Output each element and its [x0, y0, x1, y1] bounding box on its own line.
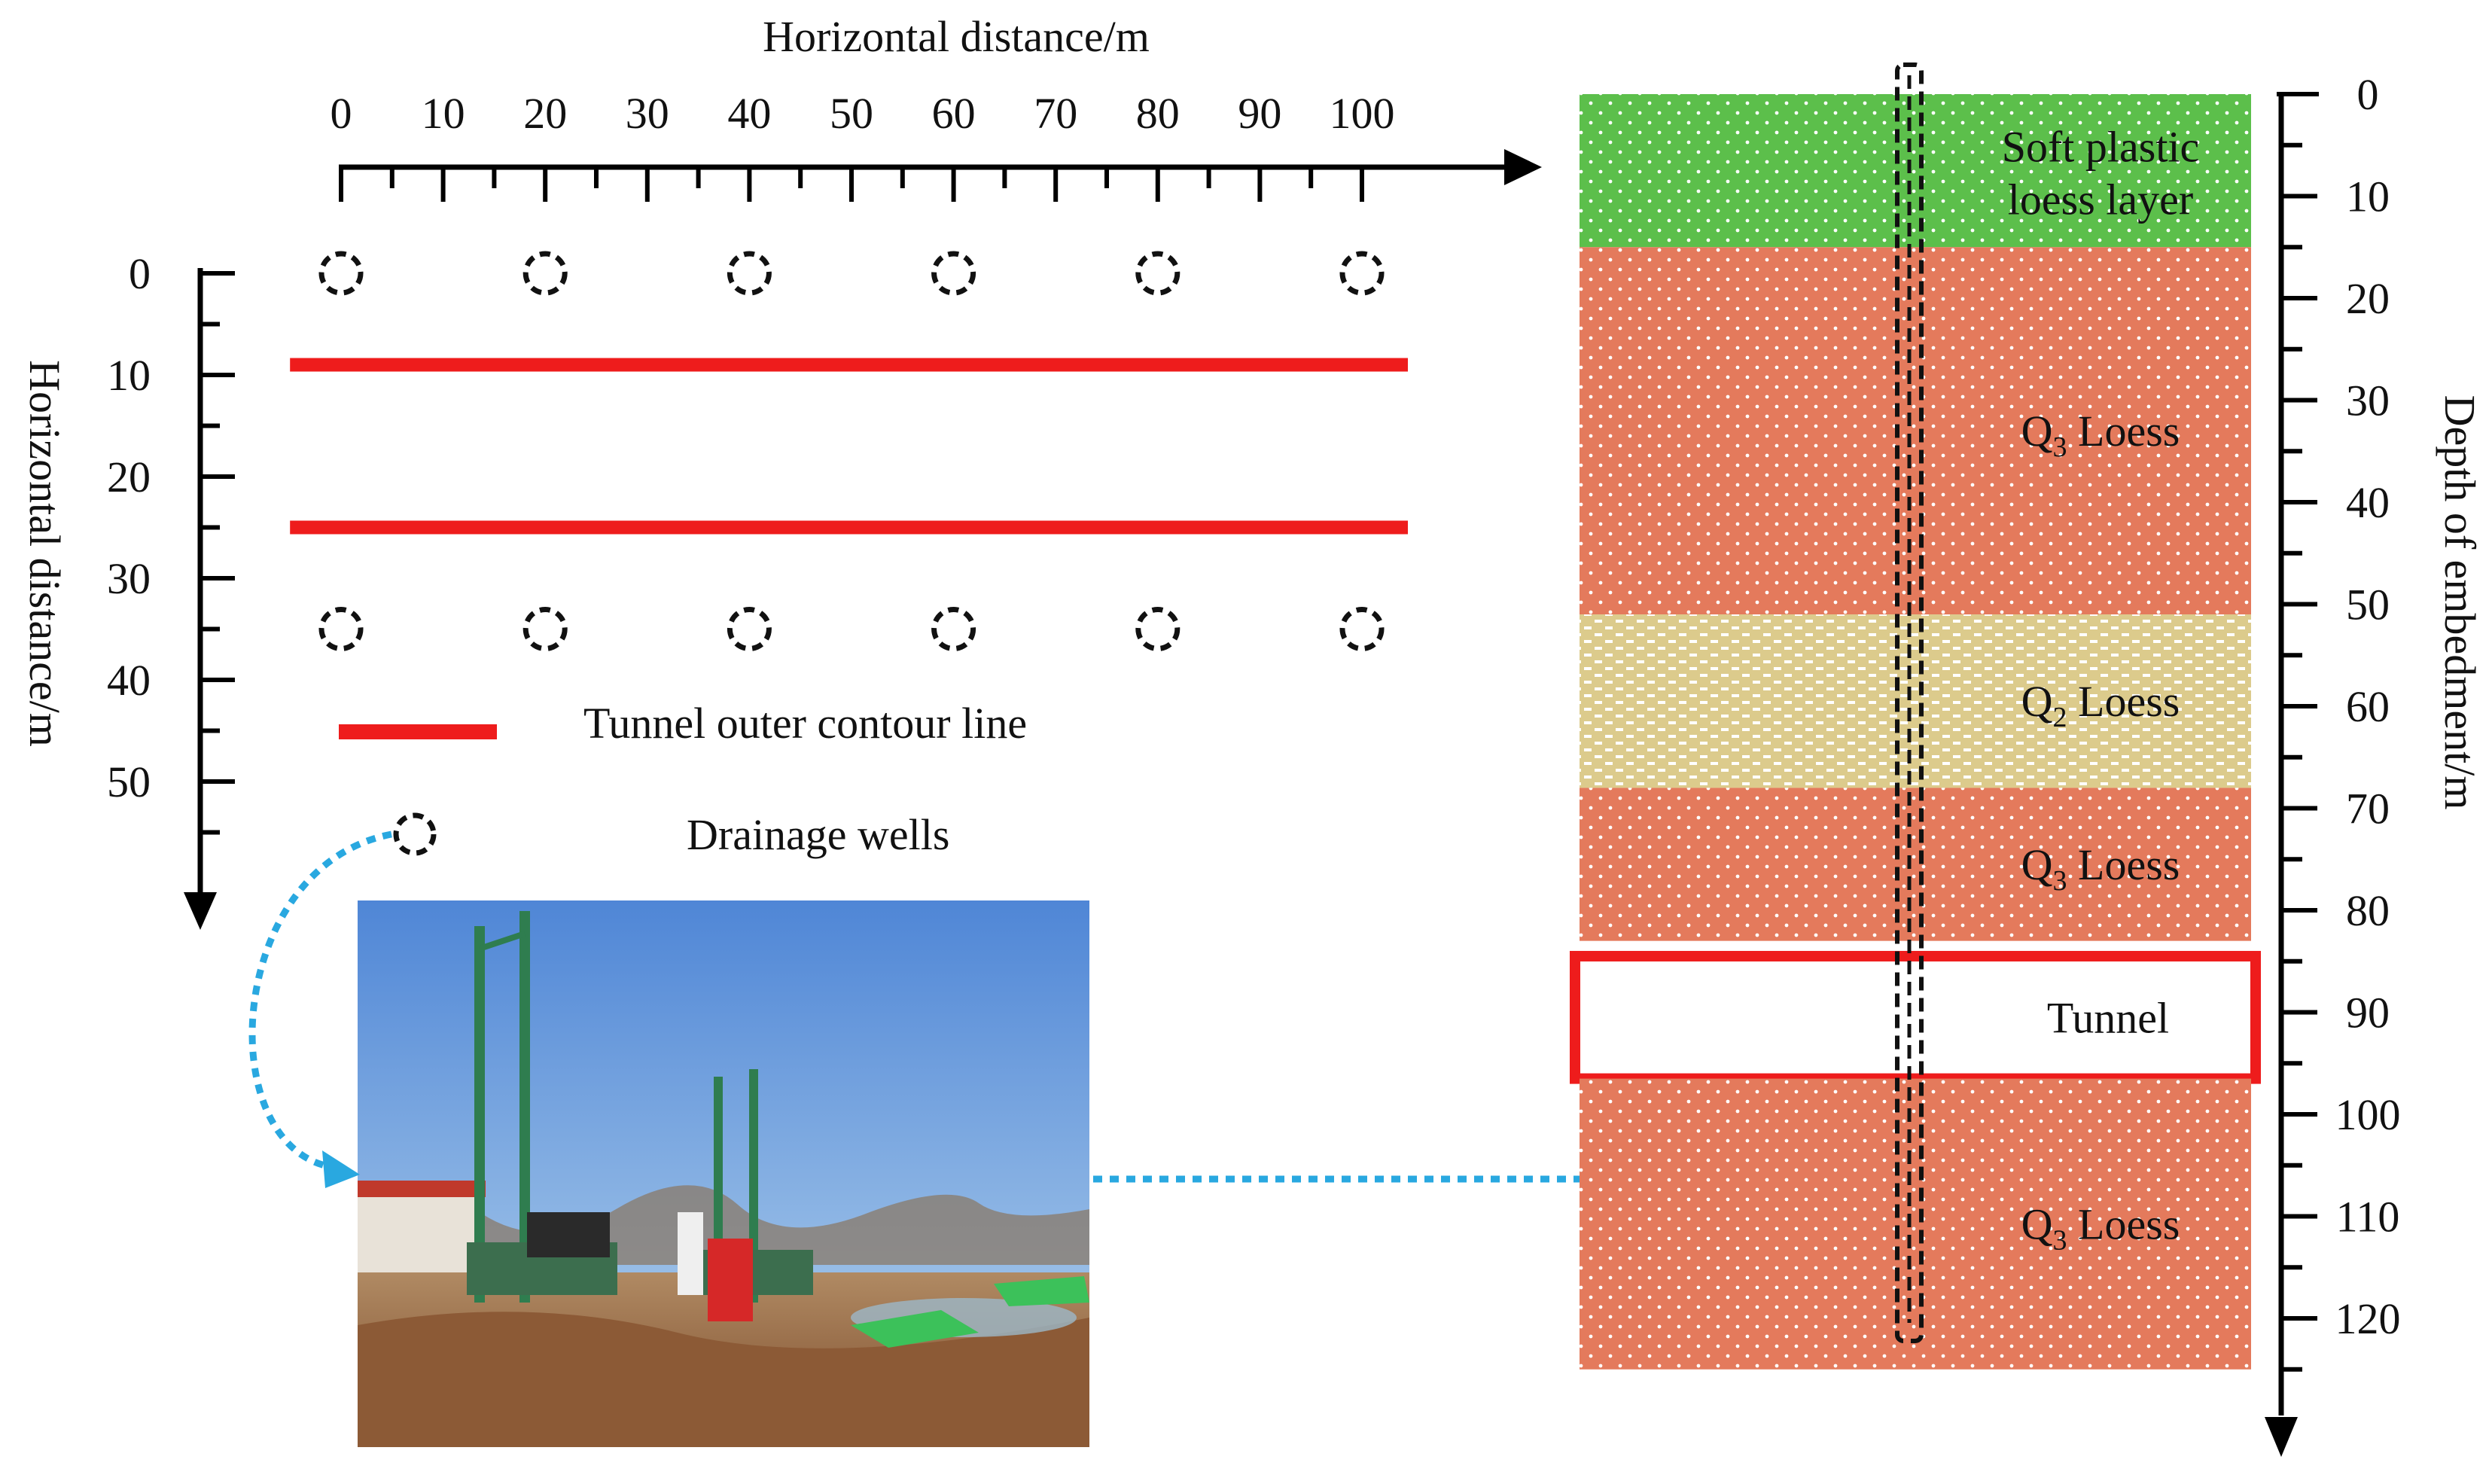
x-axis-ticks: 0 10 20 30 40 50 60 70 80 90 100 [331, 89, 1395, 202]
depth-axis: 0 10 20 30 40 50 60 70 80 90 100 110 120 [2265, 70, 2401, 1457]
arrow-well-to-photo [248, 830, 392, 1171]
y-axis-arrowhead [184, 892, 217, 930]
x-tick-label: 10 [422, 89, 465, 138]
drainage-well-markers [318, 251, 1385, 651]
depth-tick-label: 90 [2346, 989, 2390, 1038]
x-tick-label: 60 [932, 89, 976, 138]
drainage-well-column [1895, 62, 1924, 1343]
depth-tick-label: 50 [2346, 580, 2390, 629]
depth-tick-label: 10 [2346, 172, 2390, 221]
layer-label: Tunnel [2047, 993, 2169, 1042]
soil-layer-texture [1580, 614, 2251, 788]
y-tick-label: 40 [107, 656, 151, 705]
layer-label: Q3 Loess [2021, 407, 2180, 463]
x-tick-label: 40 [727, 89, 771, 138]
soil-layer-texture [1580, 1078, 2251, 1370]
drainage-well-marker [727, 251, 772, 296]
legend-well-icon [393, 812, 437, 856]
y-tick-label: 20 [107, 453, 151, 501]
depth-tick-label: 110 [2336, 1193, 2400, 1242]
depth-tick-label: 30 [2346, 376, 2390, 425]
drainage-well-marker [931, 607, 976, 651]
x-tick-label: 50 [830, 89, 873, 138]
soil-layer-texture [1580, 788, 2251, 941]
layer-label: loess layer [2008, 175, 2193, 224]
drainage-well-marker [318, 607, 364, 651]
layer-label: Soft plastic [2002, 123, 2200, 172]
legend-well-label: Drainage wells [687, 810, 949, 859]
drainage-well-marker [931, 251, 976, 296]
x-tick-label: 20 [523, 89, 567, 138]
depth-tick-label: 100 [2335, 1090, 2401, 1139]
y-axis-title: Horizontal distance/m [20, 360, 69, 747]
tunnel-contour-lines [290, 358, 1409, 535]
x-tick-label: 70 [1034, 89, 1077, 138]
layer-label: Q3 Loess [2021, 840, 2180, 897]
x-tick-label: 90 [1238, 89, 1281, 138]
drainage-well-marker [1339, 607, 1385, 651]
y-axis-ticks: 0 10 20 30 40 50 [107, 249, 235, 835]
y-tick-label: 0 [129, 249, 151, 298]
depth-axis-arrowhead [2265, 1417, 2298, 1457]
depth-tick-label: 120 [2335, 1294, 2401, 1343]
drainage-well-marker [727, 607, 772, 651]
drainage-well-profile [1895, 62, 1924, 1343]
site-photo [358, 900, 1089, 1447]
y-tick-label: 30 [107, 554, 151, 603]
depth-tick-label: 0 [2357, 70, 2379, 119]
drainage-well-marker [1135, 607, 1181, 651]
depth-tick-label: 80 [2346, 886, 2390, 935]
soil-layer-texture [1580, 247, 2251, 615]
depth-tick-label: 60 [2346, 682, 2390, 731]
depth-tick-label: 40 [2346, 478, 2390, 527]
drainage-well-marker [1339, 251, 1385, 296]
legend-tunnel-line-label: Tunnel outer contour line [583, 699, 1027, 748]
x-tick-label: 0 [331, 89, 352, 138]
x-tick-label: 100 [1330, 89, 1395, 138]
x-axis-title: Horizontal distance/m [763, 12, 1150, 61]
drainage-well-marker [522, 607, 568, 651]
x-axis-arrowhead [1504, 149, 1542, 185]
drainage-well-marker [1135, 251, 1181, 296]
drainage-well-marker [318, 251, 364, 296]
soil-layer-texture [1580, 94, 2251, 248]
layer-label: Q2 Loess [2021, 677, 2180, 733]
x-tick-label: 30 [626, 89, 669, 138]
x-tick-label: 80 [1136, 89, 1180, 138]
depth-tick-label: 70 [2346, 785, 2390, 833]
plan-view: Horizontal distance/m 0 10 20 30 40 50 60 70 80 9… [20, 12, 1542, 930]
y-tick-label: 50 [107, 757, 151, 806]
drainage-well-marker [522, 251, 568, 296]
layer-label: Q3 Loess [2021, 1200, 2180, 1257]
depth-axis-title: Depth of embedment/m [2436, 395, 2484, 810]
depth-tick-label: 20 [2346, 274, 2390, 323]
arrowhead-well-to-photo [322, 1150, 360, 1188]
y-tick-label: 10 [107, 351, 151, 400]
